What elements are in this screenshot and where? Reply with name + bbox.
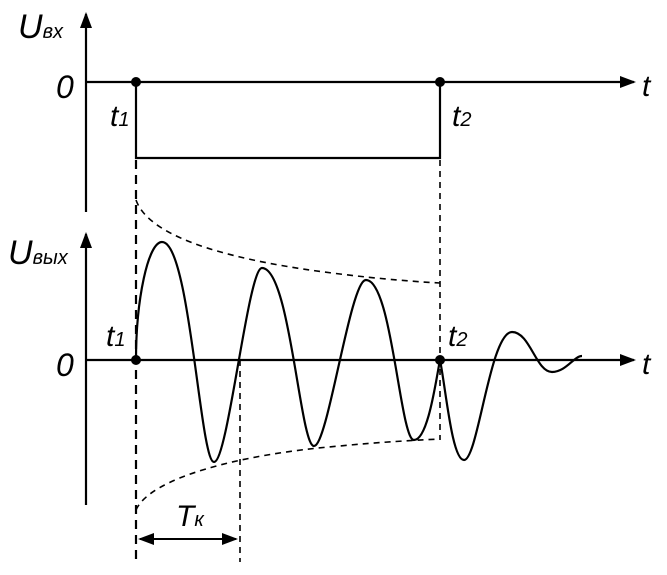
period-marker: Tк [138, 360, 241, 562]
top-y-label: Uвх [18, 8, 64, 46]
bottom-zero-label: 0 [56, 347, 74, 383]
output-oscillation [134, 240, 583, 464]
period-left-arrow [138, 533, 154, 545]
bottom-y-label: Uвых [8, 234, 69, 272]
input-pulse [134, 82, 442, 160]
top-zero-label: 0 [56, 69, 74, 105]
bottom-t1-point [131, 355, 141, 365]
top-x-label: t [642, 70, 652, 103]
bottom-t2-point [435, 355, 445, 365]
lower-envelope [135, 438, 441, 511]
period-label: Tк [176, 500, 205, 533]
bottom-t2-label: t2 [448, 320, 467, 353]
output-voltage-graph: Uвых 0 t t1 t2 [8, 199, 652, 511]
top-t1-label: t1 [110, 100, 129, 133]
top-t2-point [435, 77, 445, 87]
input-voltage-graph: Uвх 0 t t1 t2 [18, 8, 652, 212]
upper-envelope [135, 199, 441, 284]
top-t2-label: t2 [452, 100, 471, 133]
top-t1-point [131, 77, 141, 87]
bottom-x-label: t [642, 348, 652, 381]
period-right-arrow [222, 533, 238, 545]
bottom-t1-label: t1 [106, 320, 125, 353]
